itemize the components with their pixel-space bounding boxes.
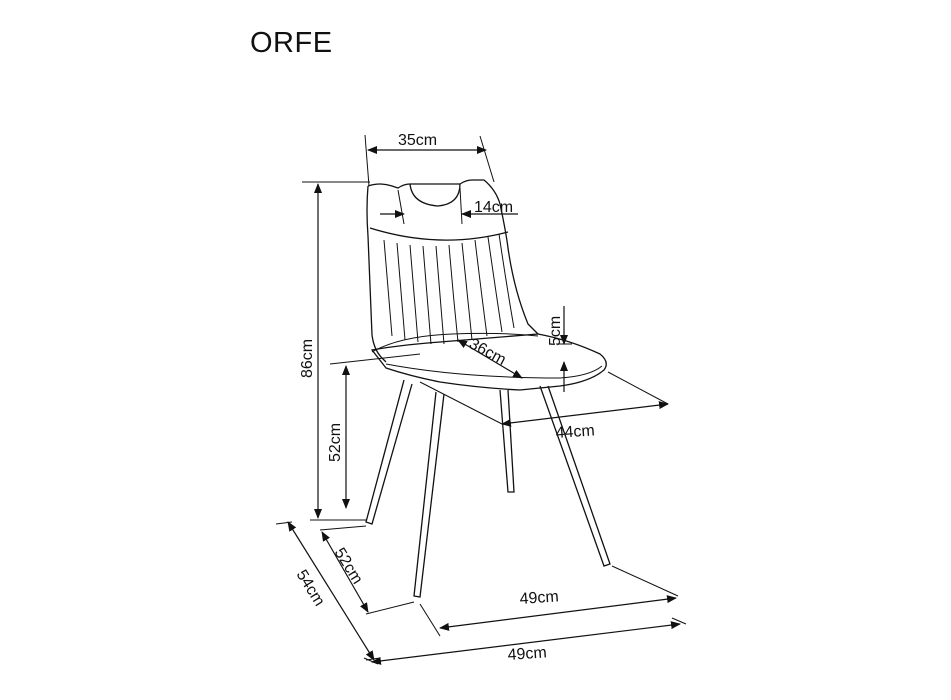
label-54cm: 54cm (293, 567, 328, 609)
seat-back-seam (371, 332, 539, 353)
label-44cm: 44cm (555, 422, 595, 442)
label-35cm: 35cm (398, 132, 437, 149)
dim-total-width: 49cm (363, 617, 687, 665)
label-5cm: 5cm (547, 316, 564, 346)
dim-total-height: 86cm (299, 181, 370, 521)
dim-leg-depth: 52cm (319, 525, 415, 615)
dim-backrest-width: 35cm (364, 132, 495, 187)
seat-seam (385, 363, 603, 379)
dim-seat-height: 52cm (327, 353, 421, 509)
product-title: ORFE (250, 27, 333, 59)
label-49cm-legs: 49cm (519, 588, 559, 608)
dim-seat-depth: 36cm (457, 336, 523, 379)
chair-legs (365, 379, 611, 598)
dim-leg-width: 49cm (419, 565, 679, 637)
label-52cm-seat: 52cm (327, 423, 344, 462)
seat-outline (370, 333, 607, 391)
dim-seat-thickness: 5cm (547, 306, 572, 392)
backrest-seam (369, 227, 509, 241)
label-14cm: 14cm (474, 199, 513, 216)
backrest-ribs (383, 233, 515, 345)
chair-outline (365, 179, 611, 598)
label-52cm-legs: 52cm (331, 545, 366, 587)
label-86cm: 86cm (299, 339, 316, 378)
dim-seat-width: 44cm (419, 371, 669, 442)
label-36cm: 36cm (466, 336, 509, 369)
label-49cm-total: 49cm (507, 644, 547, 664)
dim-handle-width: 14cm (380, 187, 518, 225)
handle-notch (409, 183, 461, 207)
